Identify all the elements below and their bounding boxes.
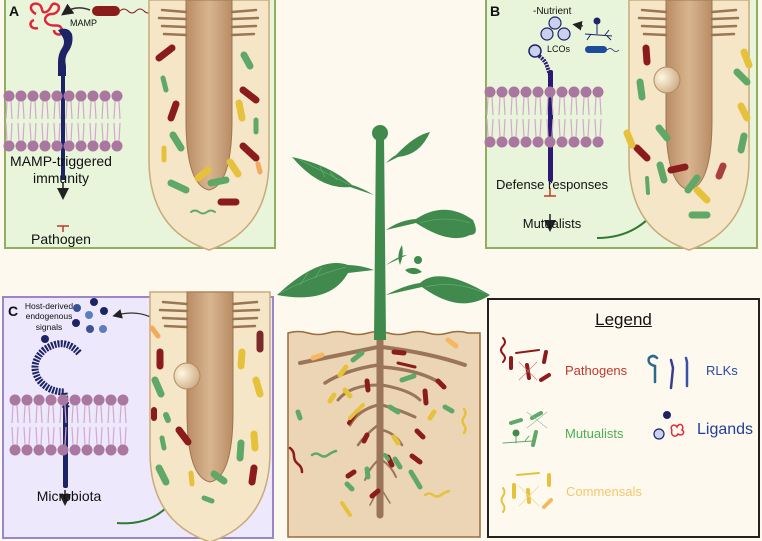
target-label: Pathogen [31, 231, 91, 247]
pathogens-legend-icon [500, 337, 551, 382]
commensals-legend-icon [500, 472, 553, 513]
ligands-legend-icon [653, 411, 685, 440]
legend-box: Legend [487, 298, 760, 538]
mamp-ligand-icon [29, 2, 64, 36]
panel-label: B [490, 3, 501, 19]
endogenous-signal-ligands-icon [72, 298, 108, 333]
panel-b-mutualist-signaling: B -Nutrient LCOs [483, 0, 758, 252]
ligand-label: MAMP [70, 18, 97, 28]
plant-illustration [277, 125, 490, 538]
legend-label-ligands: Ligands [697, 421, 754, 438]
panel-c-endogenous-signals: C Host-derived endogenous signals [2, 290, 274, 541]
root-microbes [623, 44, 753, 219]
inhibit-icon [57, 225, 69, 232]
arrow-icon [572, 21, 584, 31]
pathogen-bacterium-icon [92, 6, 153, 16]
mutualists-legend-icon [502, 411, 548, 447]
panel-c-illustration [8, 290, 272, 541]
legend-label-commensals: Commensals [566, 484, 642, 499]
legend-title: Legend [595, 310, 652, 329]
panel-a-illustration [2, 0, 271, 252]
root-nodule-icon [653, 66, 681, 94]
target-label: Microbiota [36, 488, 102, 504]
outcome-label: Defense responses [495, 177, 608, 192]
rlk-receptor-icon [58, 28, 73, 180]
lco-ligand-icon [540, 16, 571, 41]
inhibit-icon [544, 188, 556, 197]
legend-label-mutualists: Mutualists [565, 426, 624, 441]
rlks-legend-icon [647, 354, 689, 390]
lco-label: LCOs [547, 44, 571, 54]
panel-a-mamp-immunity: A [2, 0, 276, 252]
soil-microbes [288, 337, 467, 517]
outcome-line1: MAMP-triggered [10, 153, 112, 169]
signal-line1: Host-derived [24, 301, 74, 311]
target-label: Mutualists [522, 216, 582, 231]
root-nodule-icon [173, 362, 201, 390]
root-system [298, 331, 467, 519]
outcome-line2: immunity [32, 170, 89, 186]
signal-line2: endogenous [25, 311, 73, 321]
root-microbes [149, 325, 264, 504]
signal-line3: signals [35, 322, 63, 332]
panel-b-illustration [483, 0, 753, 252]
legend-label-pathogens: Pathogens [565, 363, 628, 378]
panel-label: A [9, 3, 20, 19]
nutrient-label: -Nutrient [533, 6, 572, 17]
arrow-icon [61, 3, 91, 16]
root-microbes [155, 44, 263, 215]
legend-label-rlks: RLKs [706, 363, 738, 378]
plant-shoot [277, 125, 490, 340]
panel-label: C [8, 303, 19, 319]
rhizobia-fungus-icon [584, 17, 620, 53]
